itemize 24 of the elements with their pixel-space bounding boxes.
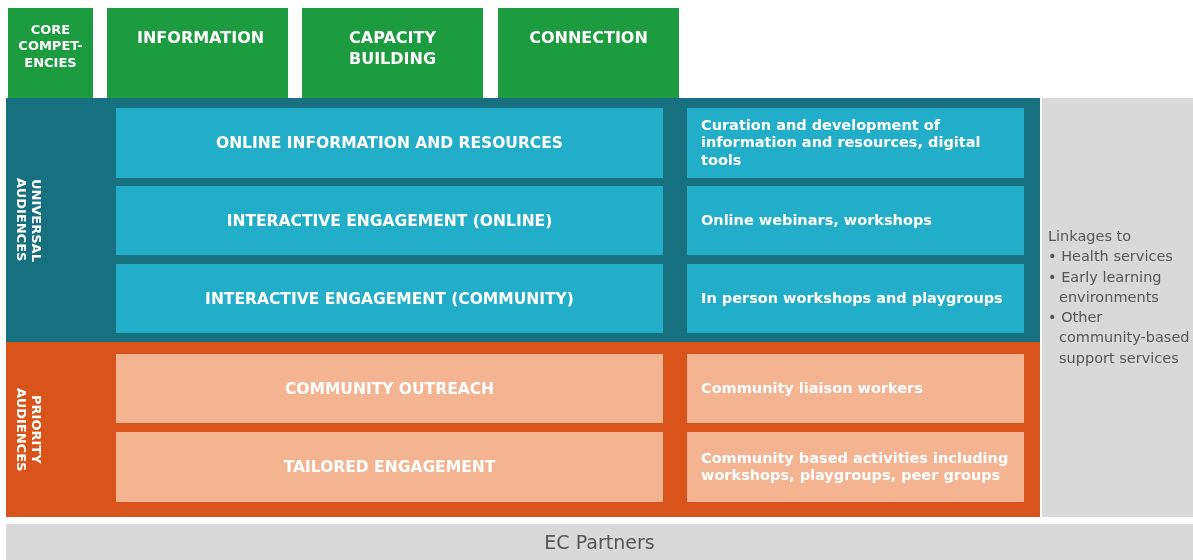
program-box: ONLINE INFORMATION AND RESOURCES — [116, 108, 663, 178]
description-box: Community liaison workers — [687, 354, 1024, 423]
competency-header: CORE COMPET-ENCIES — [8, 8, 93, 98]
bullet-item: • Health services — [1048, 247, 1174, 267]
band-heading: PRIORITY AUDIENCES — [13, 386, 43, 474]
audience-band — [6, 342, 1040, 517]
competency-header: CAPACITY BUILDING — [302, 8, 483, 98]
program-box: COMMUNITY OUTREACH — [116, 354, 663, 423]
program-box: INTERACTIVE ENGAGEMENT (ONLINE) — [116, 186, 663, 255]
partners-bar: EC Partners — [6, 524, 1193, 560]
panel-heading: Linkages to — [1048, 227, 1133, 246]
competency-header: INFORMATION — [107, 8, 288, 98]
program-box: INTERACTIVE ENGAGEMENT (COMMUNITY) — [116, 264, 663, 333]
description-box: Online webinars, workshops — [687, 186, 1024, 255]
description-box: In person workshops and playgroups — [687, 264, 1024, 333]
bullet-item: • Early learning environments — [1048, 267, 1163, 307]
linkages-panel — [1042, 98, 1193, 517]
description-box: Community based activities including workshops, playgroups, peer groups — [687, 432, 1024, 502]
audience-band — [6, 98, 1040, 342]
bullet-item: • Other community-based support services — [1048, 308, 1191, 368]
description-box: Curation and development of information and resources, digital tools — [687, 108, 1024, 178]
competency-header: CONNECTION — [498, 8, 679, 98]
band-heading: UNIVERSAL AUDIENCES — [13, 177, 43, 264]
program-box: TAILORED ENGAGEMENT — [116, 432, 663, 502]
